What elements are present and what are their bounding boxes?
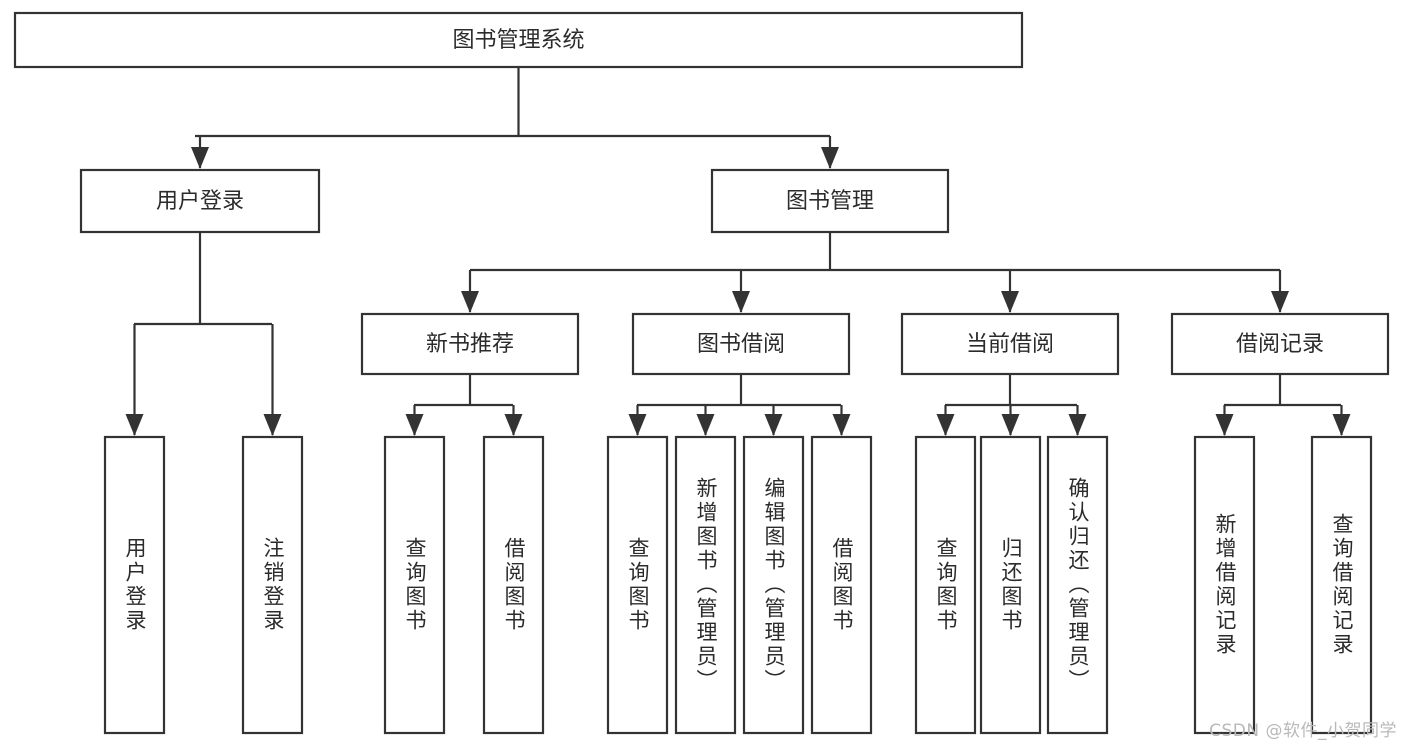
node-box-leaf-borrow-book-2[interactable] bbox=[810, 435, 873, 735]
node-box-leaf-edit-book[interactable] bbox=[742, 435, 805, 735]
arrow-head-leaf-user-logout bbox=[263, 414, 282, 436]
node-box-leaf-return-book[interactable] bbox=[979, 435, 1042, 735]
node-box-book-management[interactable] bbox=[710, 168, 950, 234]
node-box-user-login[interactable] bbox=[79, 168, 321, 234]
arrow-head-current-borrow bbox=[1001, 291, 1019, 313]
node-label-book-borrow: 图书借阅 bbox=[697, 332, 785, 357]
node-box-new-book-recommend[interactable] bbox=[360, 312, 580, 376]
arrow-head-leaf-user-login bbox=[125, 414, 144, 436]
node-label-new-book-recommend: 新书推荐 bbox=[426, 332, 514, 357]
arrow-head-book-management bbox=[821, 147, 839, 169]
arrow-head-leaf-query-book-3 bbox=[936, 414, 955, 436]
arrow-head-leaf-confirm-return bbox=[1068, 414, 1087, 436]
node-box-current-borrow[interactable] bbox=[900, 312, 1120, 376]
arrow-head-borrow-record bbox=[1271, 291, 1289, 313]
node-box-leaf-user-logout[interactable] bbox=[241, 435, 304, 735]
node-box-leaf-query-book-2[interactable] bbox=[606, 435, 669, 735]
arrow-head-leaf-query-book-1 bbox=[405, 414, 424, 436]
node-label-borrow-record: 借阅记录 bbox=[1236, 332, 1324, 357]
node-box-leaf-add-book[interactable] bbox=[674, 435, 737, 735]
node-box-leaf-confirm-return[interactable] bbox=[1046, 435, 1109, 735]
node-box-root[interactable] bbox=[13, 11, 1024, 69]
arrow-head-book-borrow bbox=[732, 291, 750, 313]
node-box-leaf-add-record[interactable] bbox=[1193, 435, 1256, 735]
arrow-head-leaf-return-book bbox=[1001, 414, 1020, 436]
arrow-head-leaf-edit-book bbox=[764, 414, 783, 436]
arrow-head-leaf-borrow-book-1 bbox=[504, 414, 523, 436]
node-label-root: 图书管理系统 bbox=[452, 28, 584, 53]
node-box-leaf-query-book-3[interactable] bbox=[914, 435, 977, 735]
node-box-leaf-query-record[interactable] bbox=[1310, 435, 1373, 735]
watermark-text: CSDN @软件_小贺同学 bbox=[1209, 721, 1397, 741]
node-box-leaf-user-login[interactable] bbox=[103, 435, 166, 735]
node-box-leaf-query-book-1[interactable] bbox=[383, 435, 446, 735]
arrow-head-leaf-query-record bbox=[1332, 414, 1351, 436]
arrow-head-leaf-borrow-book-2 bbox=[832, 414, 851, 436]
node-box-leaf-borrow-book-1[interactable] bbox=[482, 435, 545, 735]
arrow-head-user-login bbox=[191, 147, 209, 169]
arrow-head-leaf-add-book bbox=[696, 414, 715, 436]
arrow-head-new-book-recommend bbox=[461, 291, 479, 313]
node-label-user-login: 用户登录 bbox=[156, 189, 244, 214]
arrow-head-leaf-add-record bbox=[1215, 414, 1234, 436]
node-label-book-management: 图书管理 bbox=[786, 189, 874, 214]
node-box-book-borrow[interactable] bbox=[631, 312, 851, 376]
node-label-current-borrow: 当前借阅 bbox=[966, 332, 1054, 357]
node-box-borrow-record[interactable] bbox=[1170, 312, 1390, 376]
connectors-layer bbox=[125, 67, 1351, 436]
arrow-head-leaf-query-book-2 bbox=[628, 414, 647, 436]
